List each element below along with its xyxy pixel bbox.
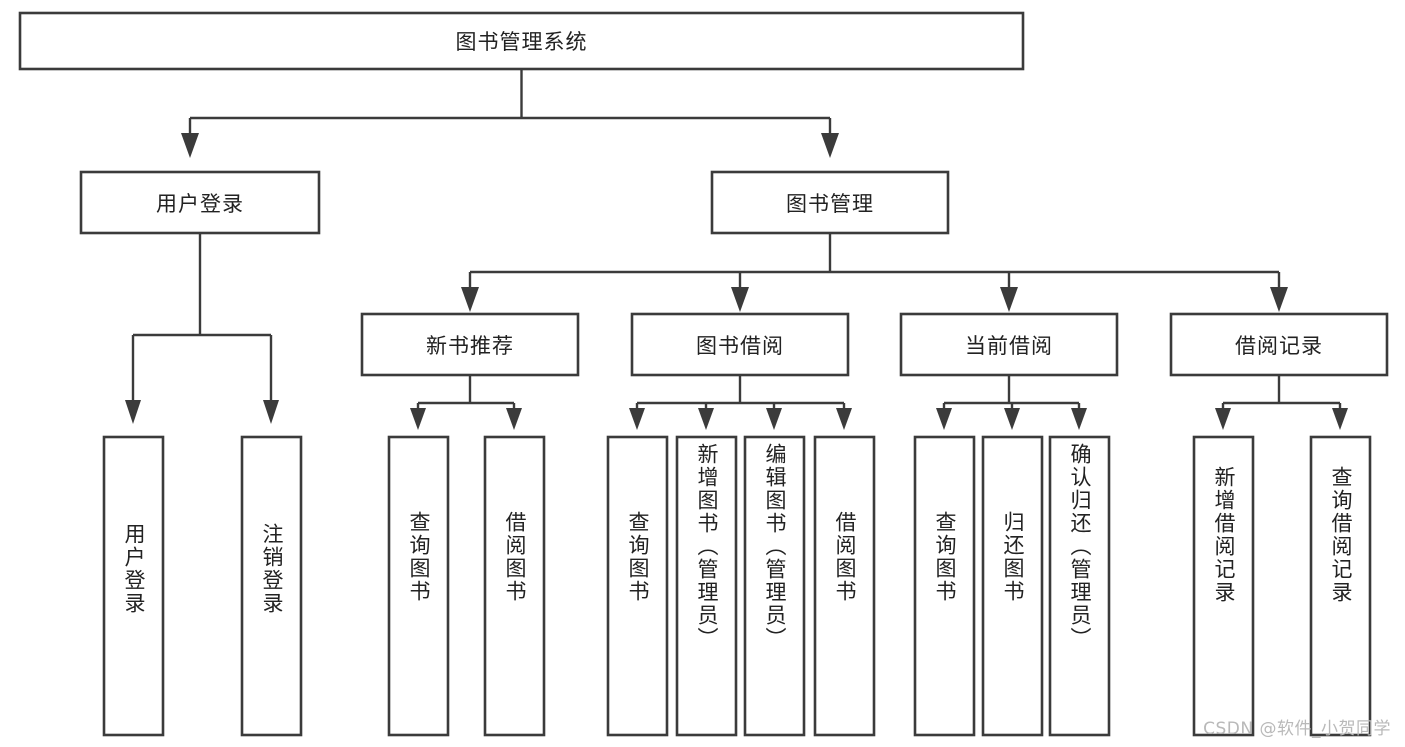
node-box-leaf-return-book[interactable]: [981, 435, 1044, 737]
node-box-borrow-record[interactable]: [1169, 312, 1389, 377]
arrow-head-leaf-add-book: [698, 408, 714, 430]
node-box-leaf-query-book-3[interactable]: [913, 435, 976, 737]
node-box-book-borrow[interactable]: [630, 312, 850, 377]
arrow-head-leaf-borrow-book-2: [836, 408, 852, 430]
connector-group-book-borrow: [629, 375, 852, 430]
node-box-book-management[interactable]: [710, 170, 950, 235]
connector-group-current-borrow: [936, 375, 1087, 430]
node-box-leaf-confirm-return[interactable]: [1048, 435, 1111, 737]
arrow-head-leaf-query-book-3: [936, 408, 952, 430]
arrow-head-book-borrow: [731, 287, 749, 312]
arrow-head-leaf-query-book-2: [629, 408, 645, 430]
node-box-leaf-add-record[interactable]: [1192, 435, 1255, 737]
node-box-leaf-add-book[interactable]: [675, 435, 738, 737]
arrow-head-leaf-logout-login: [263, 400, 279, 424]
arrow-head-leaf-user-login: [125, 400, 141, 424]
connector-group-user-login: [125, 233, 279, 424]
arrow-head-borrow-record: [1270, 287, 1288, 312]
node-box-root[interactable]: [18, 11, 1025, 71]
arrow-head-leaf-query-book-1: [410, 408, 426, 430]
arrow-head-leaf-return-book: [1004, 408, 1020, 430]
connector-group-book-management: [461, 233, 1288, 312]
node-box-leaf-query-book-2[interactable]: [606, 435, 669, 737]
arrow-head-leaf-query-record: [1332, 408, 1348, 430]
connector-group-borrow-record: [1215, 375, 1348, 430]
node-box-current-borrow[interactable]: [899, 312, 1119, 377]
node-box-new-book-recommend[interactable]: [360, 312, 580, 377]
node-box-user-login[interactable]: [79, 170, 321, 235]
node-box-leaf-logout-login[interactable]: [240, 435, 303, 737]
connector-group-root: [181, 69, 839, 158]
node-box-leaf-borrow-book-2[interactable]: [813, 435, 876, 737]
node-box-leaf-query-book-1[interactable]: [387, 435, 450, 737]
node-box-leaf-edit-book[interactable]: [743, 435, 806, 737]
arrow-head-leaf-confirm-return: [1071, 408, 1087, 430]
arrow-head-new-book-recommend: [461, 287, 479, 312]
node-box-leaf-borrow-book-1[interactable]: [483, 435, 546, 737]
arrow-head-leaf-add-record: [1215, 408, 1231, 430]
connector-group-new-book-recommend: [410, 375, 522, 430]
watermark-text: CSDN @软件_小贺同学: [1203, 719, 1391, 739]
node-box-leaf-query-record[interactable]: [1309, 435, 1372, 737]
arrow-head-user-login: [181, 133, 199, 158]
arrow-head-book-management: [821, 133, 839, 158]
node-box-leaf-user-login[interactable]: [102, 435, 165, 737]
arrow-head-leaf-borrow-book-1: [506, 408, 522, 430]
arrow-head-leaf-edit-book: [766, 408, 782, 430]
arrow-head-current-borrow: [1000, 287, 1018, 312]
